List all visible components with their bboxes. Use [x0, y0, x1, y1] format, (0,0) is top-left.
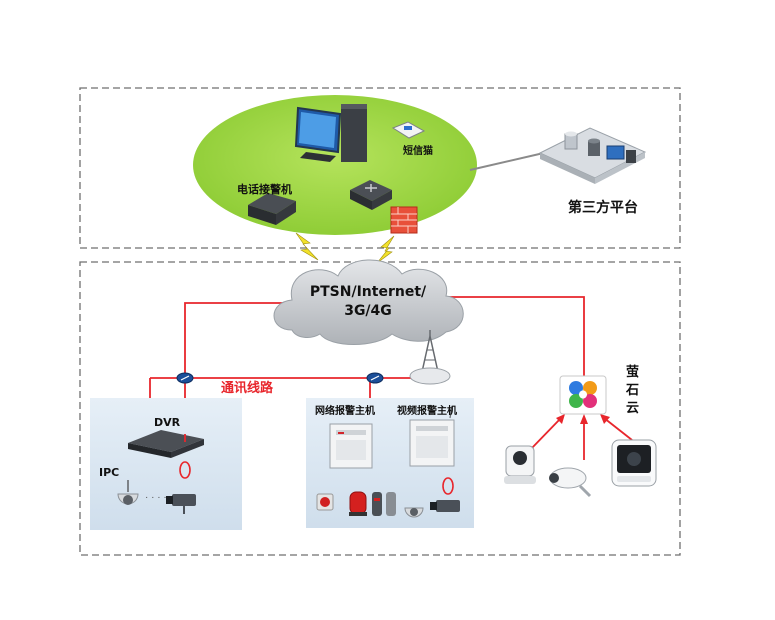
sms-modem-icon — [391, 121, 426, 139]
cloud-label-line2: 3G/4G — [344, 303, 392, 319]
video-alarm-host-label: 视频报警主机 — [397, 404, 457, 417]
cable-loop — [179, 461, 191, 479]
dome-camera-icon — [117, 480, 139, 505]
cube-camera-icon — [504, 445, 536, 484]
box-camera-icon — [166, 494, 196, 514]
server-rack-icon — [538, 127, 647, 184]
link-badge — [176, 372, 194, 384]
dvr-icon — [128, 430, 204, 458]
cable-loop — [442, 477, 454, 495]
siren-icon — [349, 491, 367, 516]
link-badge — [366, 372, 384, 384]
box-camera-icon — [430, 500, 460, 512]
sms-cat-label: 短信猫 — [403, 144, 433, 157]
third-party-label: 第三方平台 — [568, 199, 638, 216]
ezviz-label-char-1: 萤 — [626, 364, 639, 380]
ezviz-logo-icon — [559, 375, 607, 415]
arrow-head — [556, 414, 565, 424]
bullet-camera-icon — [549, 467, 592, 498]
ezviz-label-char-3: 云 — [626, 401, 639, 416]
network-switch-icon — [350, 180, 392, 210]
alarm-panel-icon — [409, 405, 455, 467]
computer-icon — [294, 104, 367, 162]
lightning-icon-left — [295, 232, 319, 261]
arrow-head — [600, 414, 610, 424]
ezviz-label: 萤 石 云 — [625, 364, 639, 416]
arrow-head — [580, 414, 588, 424]
ipc-label: IPC — [99, 466, 119, 479]
alarm-receiver-icon — [248, 193, 296, 225]
top-region-frame — [79, 87, 681, 249]
signal-tower-icon — [409, 330, 451, 385]
lightning-icon-right — [376, 235, 395, 264]
dvr-panel — [90, 398, 242, 530]
net-alarm-host-label: 网络报警主机 — [315, 404, 375, 417]
cloud-label-line1: PTSN/Internet/ — [310, 284, 427, 300]
cube-camera-icon — [611, 439, 657, 487]
ezviz-label-char-2: 石 — [625, 383, 639, 398]
smoke-detector-icon — [372, 492, 396, 516]
camera-dots: · · · · — [145, 492, 167, 503]
third-party-link — [469, 151, 549, 171]
emergency-button-icon — [316, 493, 334, 511]
comm-line-label: 通讯线路 — [221, 380, 274, 396]
dvr-label: DVR — [154, 416, 181, 429]
phone-alarm-label: 电话接警机 — [237, 182, 292, 196]
cloud-icon — [273, 259, 464, 345]
firewall-icon — [390, 206, 418, 234]
alarm-panel-icon — [329, 423, 373, 469]
dome-camera-icon — [404, 507, 424, 518]
